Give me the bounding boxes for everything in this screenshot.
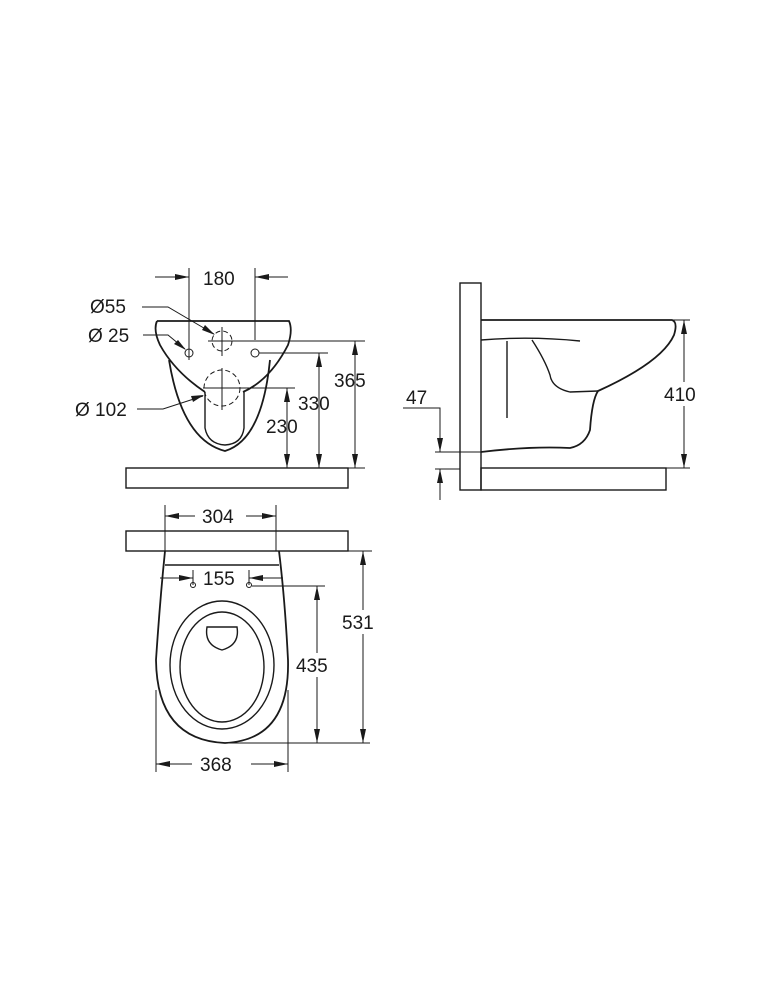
dim-180: 180 xyxy=(203,269,235,290)
bowl-outline xyxy=(154,320,292,452)
dim-435: 435 xyxy=(296,656,328,677)
dim-368: 368 xyxy=(200,755,232,776)
bowl-profile xyxy=(480,319,677,453)
dim-304: 304 xyxy=(202,507,234,528)
dim-365: 365 xyxy=(334,371,366,392)
dim-flush-inlet: Ø55 xyxy=(90,297,126,318)
front-view: 180 Ø55 Ø 25 Ø 102 230 330 365 xyxy=(75,268,366,489)
seat-inner xyxy=(179,611,265,723)
wall-hatch-plan xyxy=(125,530,349,552)
dim-47: 47 xyxy=(406,388,427,409)
floor-hatch-side xyxy=(480,467,667,491)
bowl-inner xyxy=(480,337,599,393)
outlet-shape xyxy=(205,626,239,651)
floor-hatch xyxy=(125,467,349,489)
wall-hatch xyxy=(459,282,482,491)
dim-410: 410 xyxy=(664,385,696,406)
side-view: 47 410 xyxy=(403,282,704,500)
seat-outer xyxy=(169,600,275,730)
dim-531: 531 xyxy=(342,613,374,634)
dim-outlet: Ø 102 xyxy=(75,400,127,421)
mount-hole-right xyxy=(250,348,260,358)
dim-155: 155 xyxy=(203,569,235,590)
dim-330: 330 xyxy=(298,394,330,415)
dim-mount-hole: Ø 25 xyxy=(88,326,129,347)
trap-outline xyxy=(204,392,245,446)
dim-230: 230 xyxy=(266,417,298,438)
plan-view: 304 155 435 531 368 xyxy=(125,505,382,776)
